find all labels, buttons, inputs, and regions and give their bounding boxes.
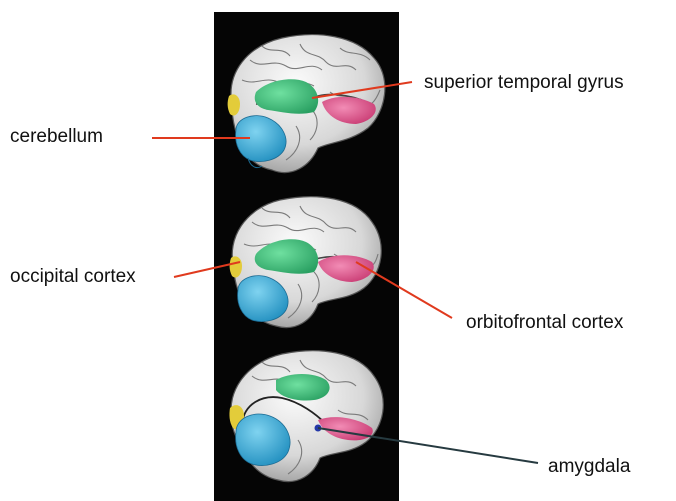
label-superior-temporal-gyrus: superior temporal gyrus	[424, 72, 624, 94]
label-amygdala: amygdala	[548, 456, 630, 478]
label-orbitofrontal-cortex: orbitofrontal cortex	[466, 312, 623, 334]
label-cerebellum: cerebellum	[10, 126, 103, 148]
label-occipital-cortex: occipital cortex	[10, 266, 136, 288]
